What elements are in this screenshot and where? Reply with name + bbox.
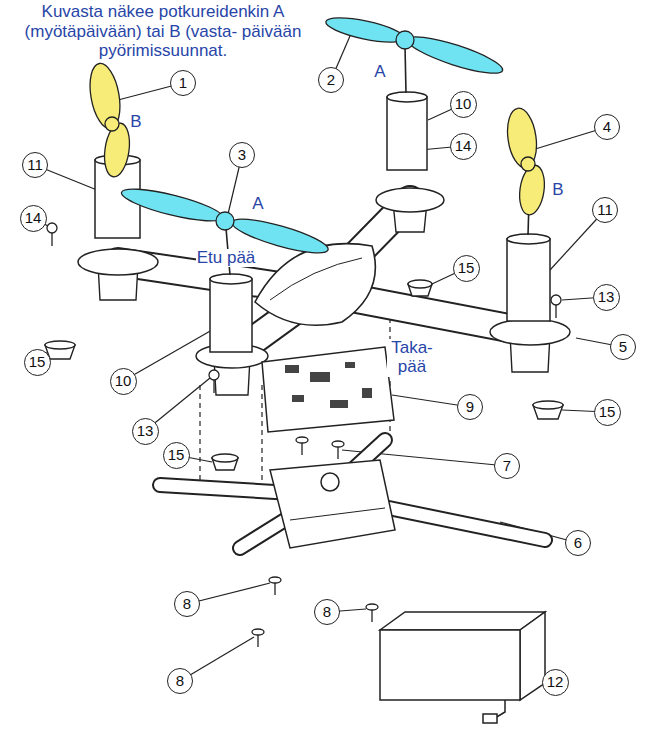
callout-number: 3 [229,142,255,168]
callout-number: 4 [594,114,620,140]
callout-number: 15 [24,349,51,376]
callout-number: 15 [163,442,190,469]
callout-number: 10 [110,368,137,395]
direction-label: A [251,195,264,214]
note-text: Kuvasta näkee potkureidenkin A (myötäpäi… [4,2,322,61]
callout-number: 11 [592,197,618,223]
direction-label: B [129,113,142,132]
end-label: Etu pää [196,249,257,268]
callout-number: 14 [20,205,47,232]
callout-number: 8 [167,668,193,694]
callout-number: 15 [453,255,480,282]
callout-number: 14 [450,133,477,160]
callout-number: 10 [450,91,477,118]
direction-label: B [551,181,564,200]
callout-number: 7 [494,453,520,479]
callout-number: 5 [610,334,636,360]
callout-number: 2 [318,67,344,93]
callout-number: 8 [314,599,340,625]
callout-number: 9 [457,394,483,420]
end-label: Taka- pää [387,339,437,376]
callout-number: 8 [174,591,200,617]
callout-number: 13 [132,418,159,445]
callout-number: 12 [542,669,569,696]
callout-number: 15 [594,399,621,426]
callout-number: 1 [170,70,196,96]
callout-number: 6 [565,530,591,556]
callout-number: 11 [22,152,48,178]
direction-label: A [373,63,386,82]
callout-number: 13 [593,284,620,311]
